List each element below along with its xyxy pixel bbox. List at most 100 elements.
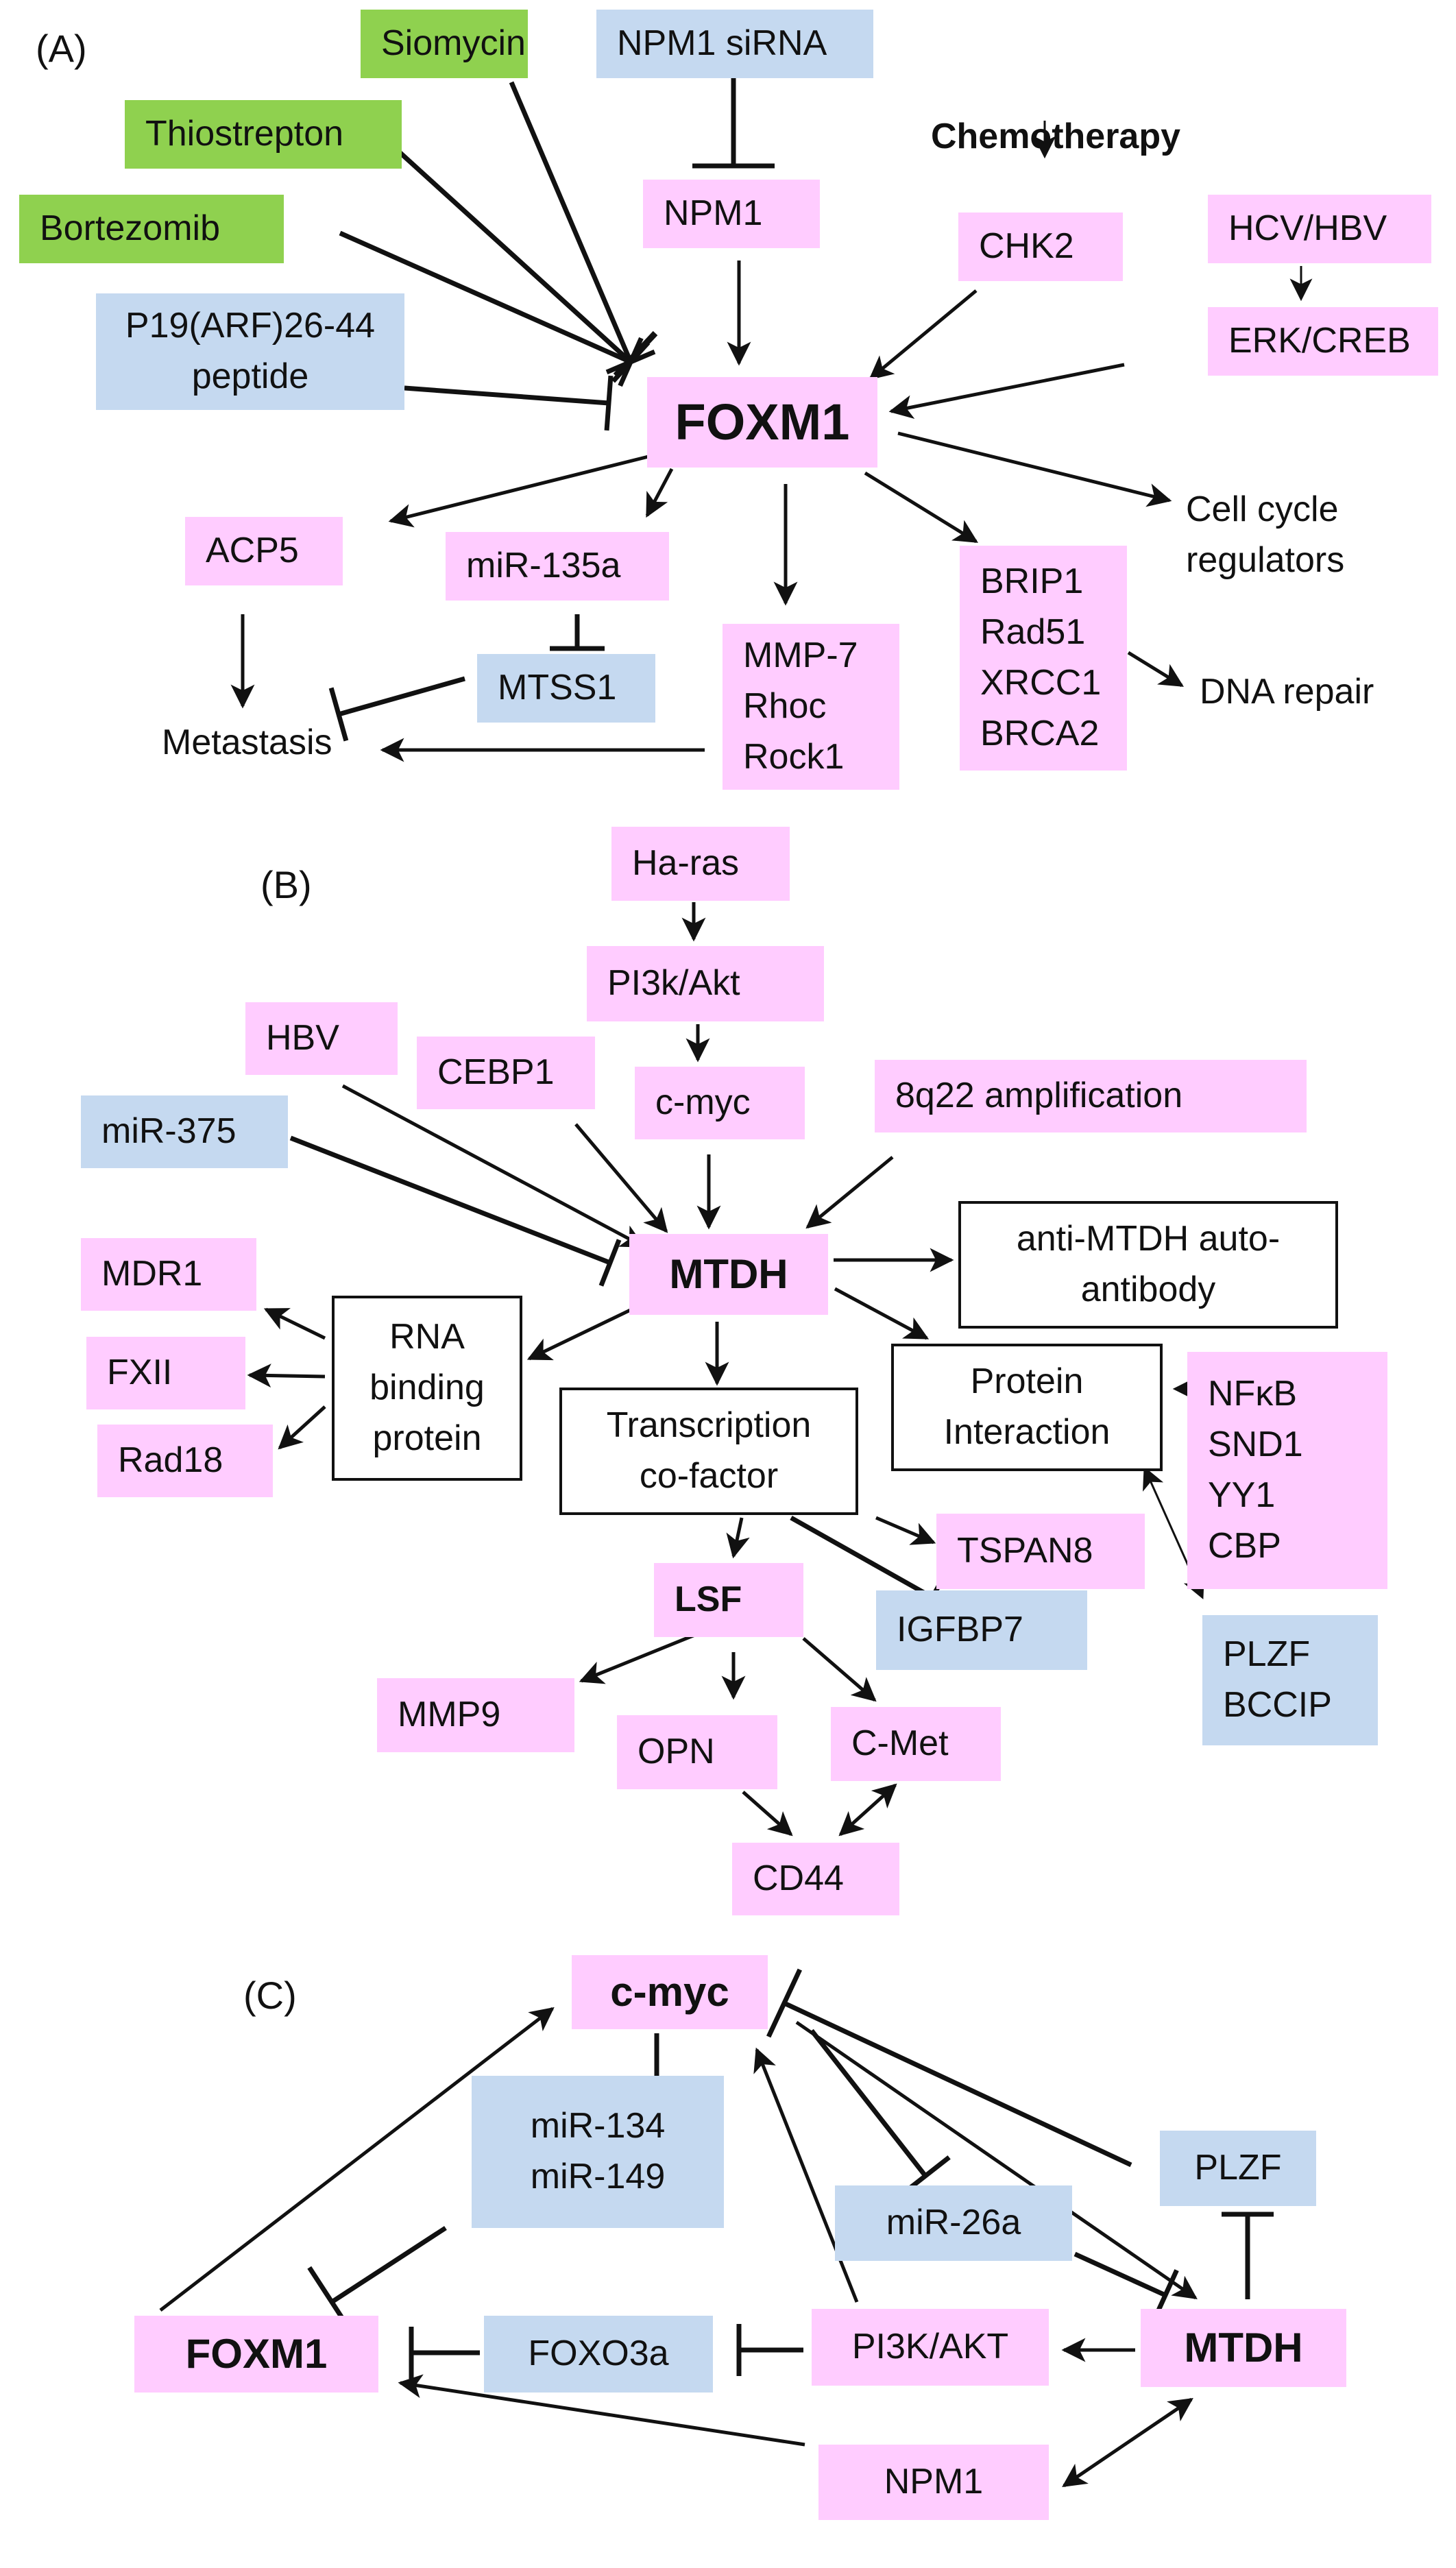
node-line: CHK2 (979, 226, 1074, 267)
node-line: Interaction (943, 1412, 1111, 1452)
node-line: XRCC1 (980, 663, 1102, 703)
node-line: FOXM1 (675, 393, 850, 451)
edge-mtss1-metastasis (338, 676, 465, 717)
node-line: Metastasis (162, 723, 332, 763)
node-pi3k-akt-b: PI3k/Akt (587, 946, 824, 1021)
node-line: BRCA2 (980, 713, 1100, 753)
node-line: PLZF (1194, 2148, 1282, 2188)
edge-hbv-mtdh (341, 1084, 646, 1248)
node-hcv-hbv: HCV/HBV (1208, 195, 1431, 263)
edge-foxm1-cellcycle (897, 431, 1172, 507)
edge-thiostrepton-foxm1 (391, 145, 633, 364)
edge-foxm1-brip1 (864, 471, 978, 544)
node-siomycin: Siomycin (361, 10, 528, 78)
node-line: HCV/HBV (1228, 208, 1387, 249)
node-mir-26a: miR-26a (835, 2185, 1072, 2261)
edge-npm1-foxm1 (398, 2374, 805, 2447)
panel-label-a: (A) (36, 27, 87, 70)
node-line: MDR1 (101, 1254, 203, 1294)
node-line: NPM1 (664, 193, 763, 234)
node-line: 8q22 amplification (895, 1076, 1183, 1116)
node-line: PI3k/Akt (607, 963, 740, 1004)
node-line: Transcription (606, 1405, 812, 1446)
node-line: MMP9 (398, 1695, 501, 1735)
node-plzf-bccip: PLZF BCCIP (1202, 1615, 1378, 1745)
node-rad18: Rad18 (97, 1425, 273, 1497)
node-transcription-cofactor: Transcription co-factor (559, 1388, 858, 1515)
node-chemotherapy: Chemotherapy (912, 103, 1200, 171)
inhibition-bar (598, 1239, 622, 1287)
node-line: MTDH (669, 1251, 788, 1298)
node-anti-mtdh: anti-MTDH auto-antibody (958, 1201, 1338, 1329)
node-line: Ha-ras (632, 843, 740, 884)
node-mir-375: miR-375 (81, 1095, 288, 1168)
edge-p19-foxm1 (404, 385, 609, 406)
node-line: Rad51 (980, 612, 1086, 653)
edge-rna-rad18 (278, 1405, 326, 1450)
node-plzf-c: PLZF (1160, 2131, 1316, 2206)
edge-plzf-cmyc (783, 2000, 1132, 2168)
node-line: MTSS1 (498, 668, 617, 708)
edge-cd44-cmet (838, 1783, 897, 1837)
node-line: Rad18 (118, 1440, 223, 1481)
node-line: C-Met (851, 1723, 949, 1764)
node-line: RNA (389, 1317, 465, 1357)
node-dna-repair: DNA repair (1179, 658, 1440, 727)
panel-label-c: (C) (243, 1974, 297, 2017)
node-erk-creb: ERK/CREB (1208, 307, 1438, 376)
node-c-myc-b: c-myc (635, 1067, 805, 1139)
edge-siomycin-foxm1 (509, 81, 633, 363)
node-tspan8: TSPAN8 (936, 1514, 1145, 1589)
node-line: CD44 (753, 1858, 844, 1899)
edge-pi3k-cmyc (753, 2047, 859, 2303)
node-hbv: HBV (245, 1002, 398, 1075)
edge-mir134-foxm1 (330, 2226, 447, 2304)
node-line: co-factor (639, 1456, 779, 1496)
node-line: NPM1 (884, 2462, 984, 2502)
edge-cebp1-mtdh (574, 1123, 668, 1233)
node-line: anti-MTDH auto- (1016, 1219, 1281, 1259)
node-ha-ras: Ha-ras (611, 827, 790, 901)
node-c-myc-c: c-myc (572, 1955, 768, 2029)
node-cd44: CD44 (732, 1843, 899, 1915)
node-line: miR-375 (101, 1111, 236, 1152)
inhibition-bar (328, 687, 349, 742)
node-thiostrepton: Thiostrepton (125, 100, 402, 169)
node-foxo3a: FOXO3a (484, 2316, 713, 2393)
node-opn: OPN (617, 1715, 777, 1789)
edge-npm1-mtdh (1062, 2397, 1193, 2488)
node-fxii: FXII (86, 1337, 245, 1409)
node-line: DNA repair (1200, 672, 1374, 712)
edge-rna-mdr1 (263, 1307, 326, 1340)
node-line: Rhoc (743, 686, 827, 727)
node-line: Protein (970, 1361, 1084, 1402)
node-line: IGFBP7 (897, 1610, 1023, 1650)
node-pi3k-akt-c: PI3K/AKT (812, 2309, 1049, 2386)
node-line: regulators (1186, 540, 1345, 580)
node-line: BCCIP (1223, 1685, 1332, 1725)
node-line: MTDH (1184, 2325, 1303, 2371)
node-line: miR-26a (886, 2203, 1021, 2243)
edge-foxm1-cmyc (159, 2007, 555, 2312)
edge-mtdh-protein (834, 1287, 930, 1340)
node-npm1-sirna: NPM1 siRNA (596, 10, 873, 78)
node-line: PLZF (1223, 1634, 1311, 1675)
edge-bortezomib-foxm1 (339, 230, 632, 365)
node-line: PI3K/AKT (851, 2327, 1009, 2367)
node-line: CEBP1 (437, 1052, 555, 1093)
node-8q22: 8q22 amplification (875, 1060, 1307, 1132)
node-line: miR-135a (466, 546, 621, 586)
node-line: NPM1 siRNA (617, 23, 827, 64)
node-line: miR-134 (530, 2106, 666, 2146)
node-line: FOXO3a (528, 2334, 669, 2374)
node-line: antibody (1080, 1270, 1216, 1309)
node-mdr1: MDR1 (81, 1238, 256, 1311)
